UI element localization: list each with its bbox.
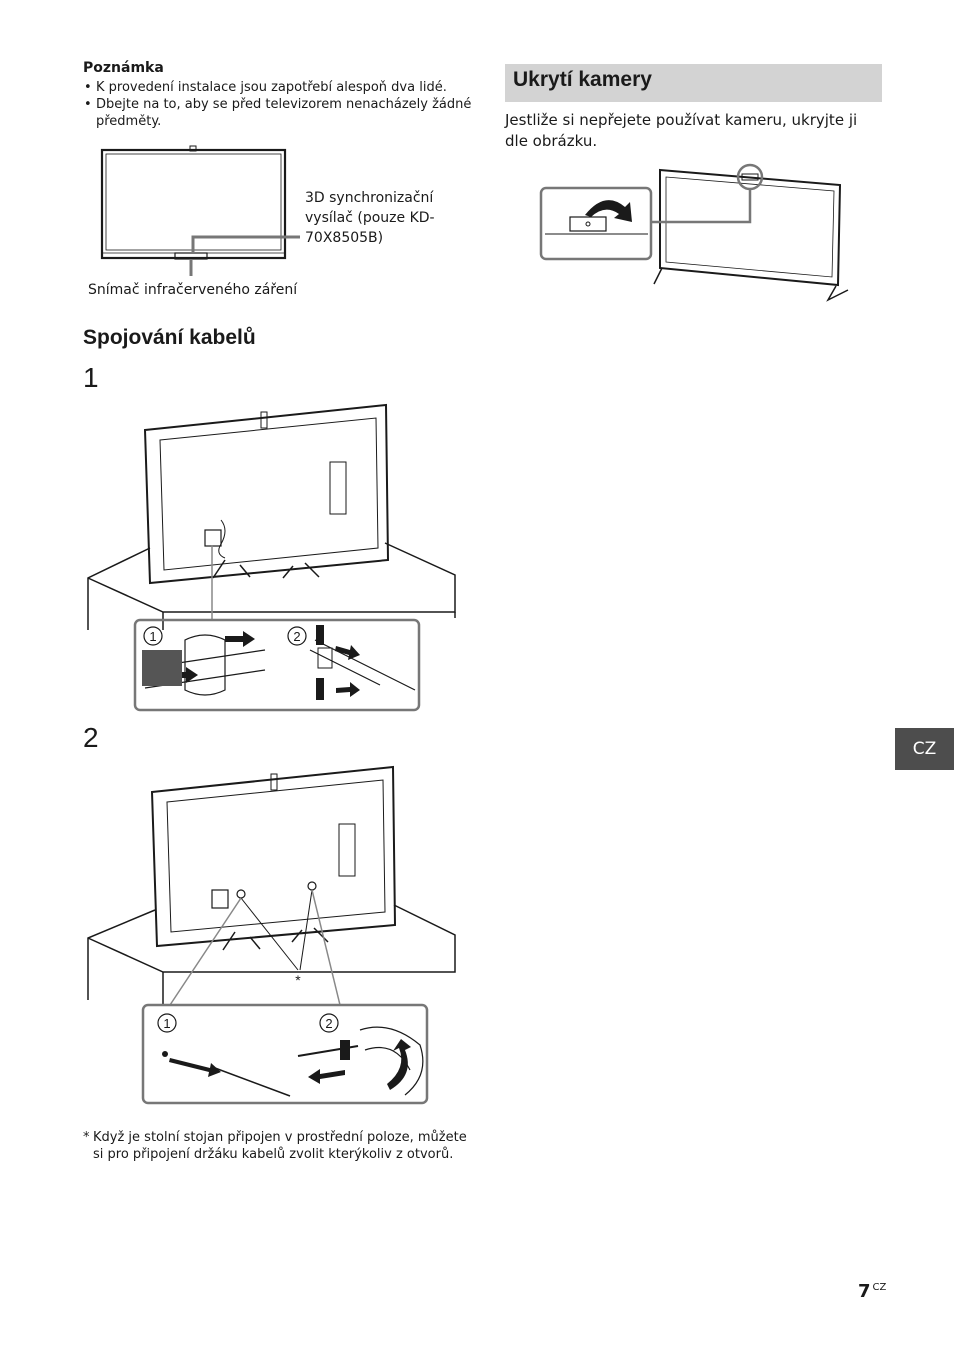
camera-heading: Ukrytí kamery <box>513 68 652 91</box>
footnote-mark: * <box>83 1130 90 1145</box>
ir-sensor-label: Snímač infračerveného záření <box>88 282 298 298</box>
footnote-text: Když je stolní stojan připojen v prostře… <box>93 1130 467 1162</box>
note-item: K provedení instalace jsou zapotřebí ale… <box>83 79 473 96</box>
note-title: Poznámka <box>83 60 164 76</box>
note-list: K provedení instalace jsou zapotřebí ale… <box>83 79 473 130</box>
page-number-value: 7 <box>858 1281 871 1302</box>
note-item: Dbejte na to, aby se před televizorem ne… <box>83 96 473 130</box>
cables-heading: Spojování kabelů <box>83 326 256 349</box>
camera-body-text: Jestliže si nepřejete používat kameru, u… <box>505 111 858 150</box>
step-2-asterisk: * <box>295 972 301 988</box>
step-1-number: 1 <box>83 362 99 393</box>
footnote: * Když je stolní stojan připojen v prost… <box>83 1129 473 1163</box>
language-tab: CZ <box>895 728 954 770</box>
sync-emitter-label: 3D synchronizační vysílač (pouze KD-70X8… <box>305 190 435 246</box>
page-number-suffix: CZ <box>872 1282 887 1293</box>
step-2-circle-2: 2 <box>325 1016 332 1031</box>
step-1-circle-2: 2 <box>293 629 300 644</box>
step-2-number: 2 <box>83 722 99 753</box>
camera-section-bar <box>505 64 882 102</box>
step-2-circle-1: 1 <box>163 1016 170 1031</box>
step-1-circle-1: 1 <box>149 629 156 644</box>
